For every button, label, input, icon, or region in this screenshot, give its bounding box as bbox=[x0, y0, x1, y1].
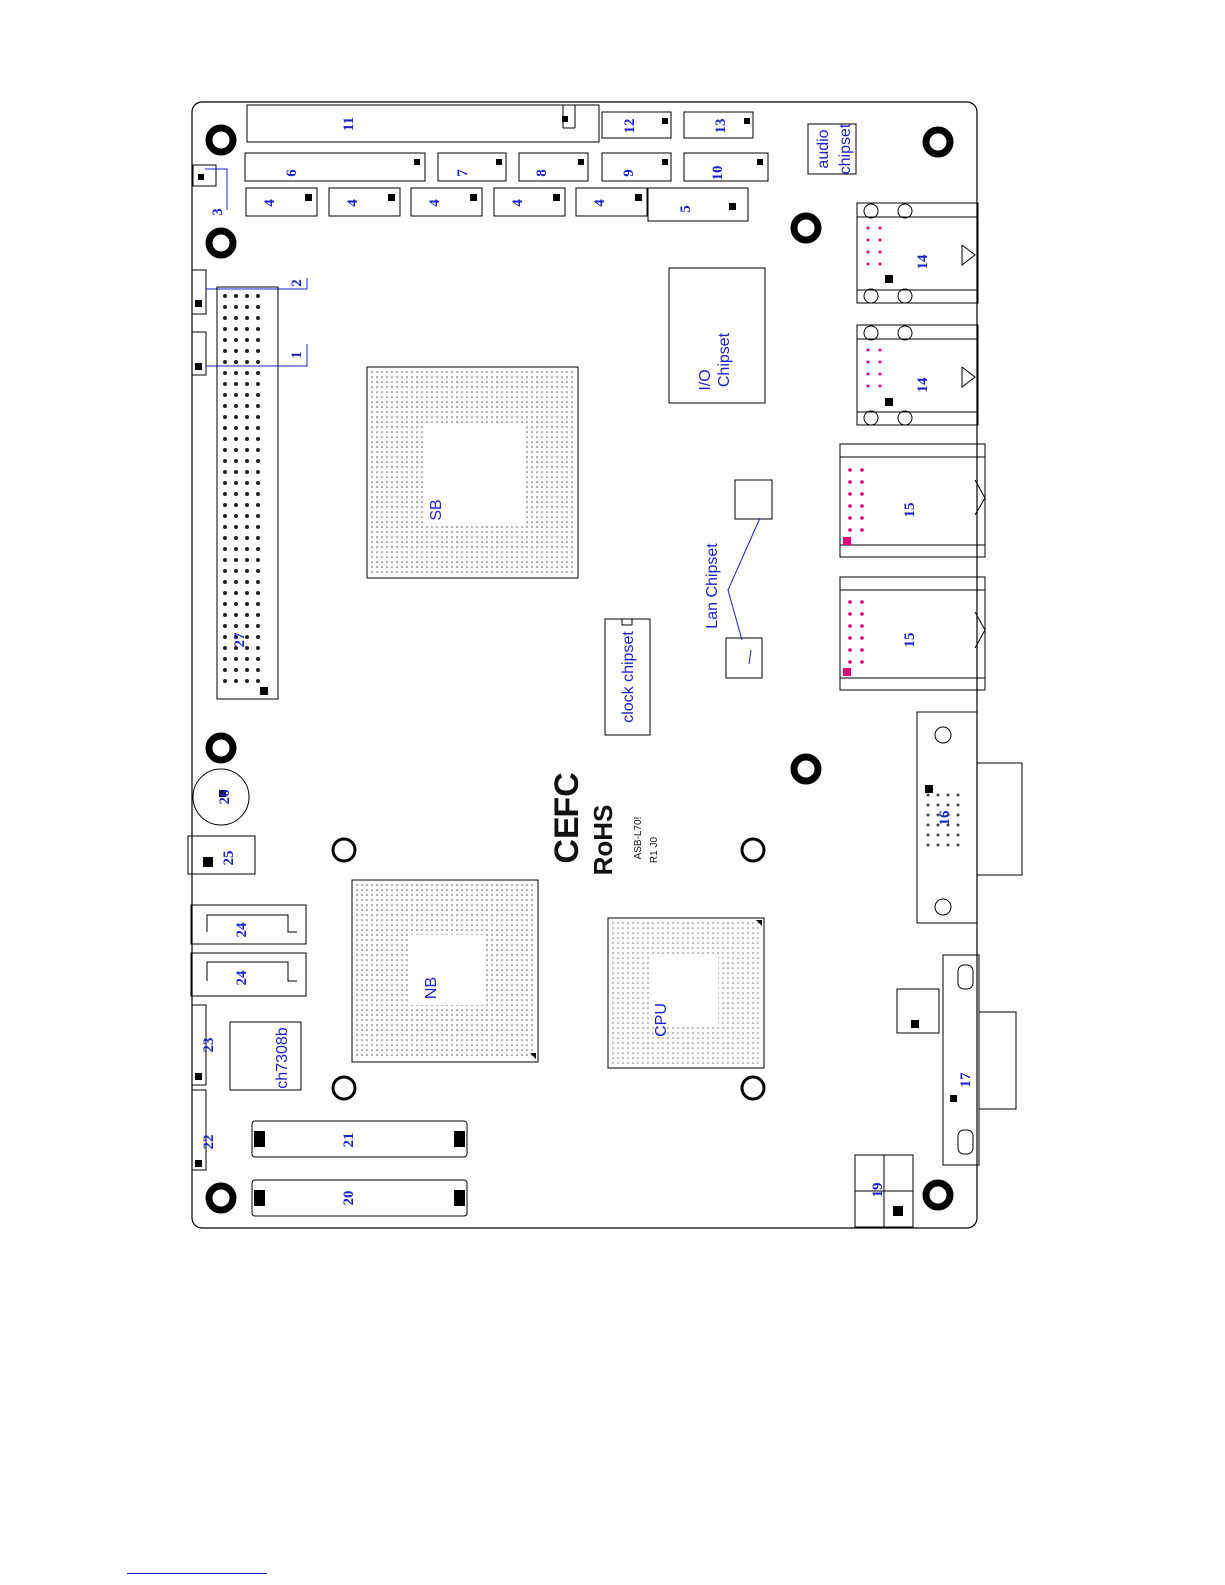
label-6: 6 bbox=[284, 169, 300, 177]
sodimm-20 bbox=[252, 1180, 467, 1216]
cpu-chip bbox=[608, 918, 764, 1068]
label-14-bottom: 14 bbox=[915, 377, 931, 393]
rohs-mark: RoHS bbox=[588, 805, 618, 876]
label-3: 3 bbox=[210, 208, 226, 216]
connector-10-top bbox=[684, 153, 768, 181]
label-23: 23 bbox=[201, 1038, 217, 1053]
lan-label: Lan Chipset bbox=[704, 543, 721, 629]
footer-rule bbox=[127, 1573, 267, 1574]
nb-chip bbox=[352, 880, 538, 1062]
label-5: 5 bbox=[678, 205, 694, 213]
label-8: 8 bbox=[534, 169, 550, 177]
pcb-outline bbox=[192, 102, 977, 1228]
ch7308b-label: ch7308b bbox=[274, 1027, 291, 1088]
model-mark: ASB-L70! bbox=[633, 817, 644, 860]
label-21: 21 bbox=[341, 1133, 357, 1148]
connector-27-pins bbox=[223, 294, 260, 683]
io-label-2: Chipset bbox=[716, 332, 733, 387]
label-24-top: 24 bbox=[234, 922, 250, 938]
nb-label: NB bbox=[423, 977, 440, 999]
label-4a: 4 bbox=[262, 199, 278, 207]
connector-2 bbox=[192, 270, 206, 314]
label-27: 27 bbox=[232, 632, 248, 648]
lan-chipset-b bbox=[726, 638, 762, 678]
mounting-holes bbox=[209, 128, 950, 1210]
label-4b: 4 bbox=[345, 199, 361, 207]
label-1: 1 bbox=[289, 351, 305, 359]
connector-22 bbox=[192, 1090, 206, 1170]
audio-label-1: audio bbox=[815, 129, 832, 168]
label-4d: 4 bbox=[510, 199, 526, 207]
label-10-top: 10 bbox=[710, 166, 726, 181]
label-19: 19 bbox=[870, 1183, 886, 1198]
sb-label: SB bbox=[428, 499, 445, 520]
lan-chipset-a bbox=[735, 480, 772, 519]
label-24-bottom: 24 bbox=[234, 970, 250, 986]
label-15-bottom: 15 bbox=[902, 633, 918, 648]
connector-3 bbox=[193, 165, 216, 186]
connector-17 bbox=[943, 955, 1016, 1165]
label-15-top: 15 bbox=[902, 503, 918, 518]
connector-7 bbox=[438, 153, 506, 181]
fc-mark: FC bbox=[548, 772, 586, 817]
connector-16 bbox=[917, 712, 1022, 923]
connectors-4 bbox=[246, 188, 647, 216]
sodimm-21 bbox=[252, 1121, 467, 1157]
label-20: 20 bbox=[341, 1191, 357, 1206]
label-2: 2 bbox=[289, 279, 305, 287]
label-7: 7 bbox=[455, 169, 471, 177]
ce-mark: CE bbox=[548, 816, 586, 863]
connector-14-top bbox=[857, 203, 978, 303]
connector-11 bbox=[247, 105, 599, 142]
connector-8 bbox=[519, 153, 588, 181]
io-label-1: I/O bbox=[697, 369, 714, 390]
label-9: 9 bbox=[621, 169, 637, 177]
label-12: 12 bbox=[622, 119, 638, 134]
label-4c: 4 bbox=[427, 199, 443, 207]
connector-6 bbox=[245, 153, 425, 181]
connector-14-bottom bbox=[857, 325, 978, 425]
sb-chip bbox=[367, 367, 578, 578]
label-22: 22 bbox=[201, 1135, 217, 1150]
rev-mark: R1 J0 bbox=[649, 837, 660, 864]
label-16: 16 bbox=[937, 810, 953, 826]
label-26: 26 bbox=[217, 789, 233, 805]
label-13: 13 bbox=[713, 119, 729, 134]
label-14-top: 14 bbox=[915, 254, 931, 270]
label-17: 17 bbox=[958, 1072, 974, 1088]
label-4e: 4 bbox=[592, 199, 608, 207]
connector-15-top bbox=[840, 444, 985, 557]
label-25: 25 bbox=[221, 851, 237, 866]
clock-label: clock chipset bbox=[620, 631, 637, 723]
audio-label-2: chipset bbox=[837, 123, 854, 174]
cpu-label: CPU bbox=[653, 1003, 670, 1037]
label-11: 11 bbox=[341, 117, 357, 131]
